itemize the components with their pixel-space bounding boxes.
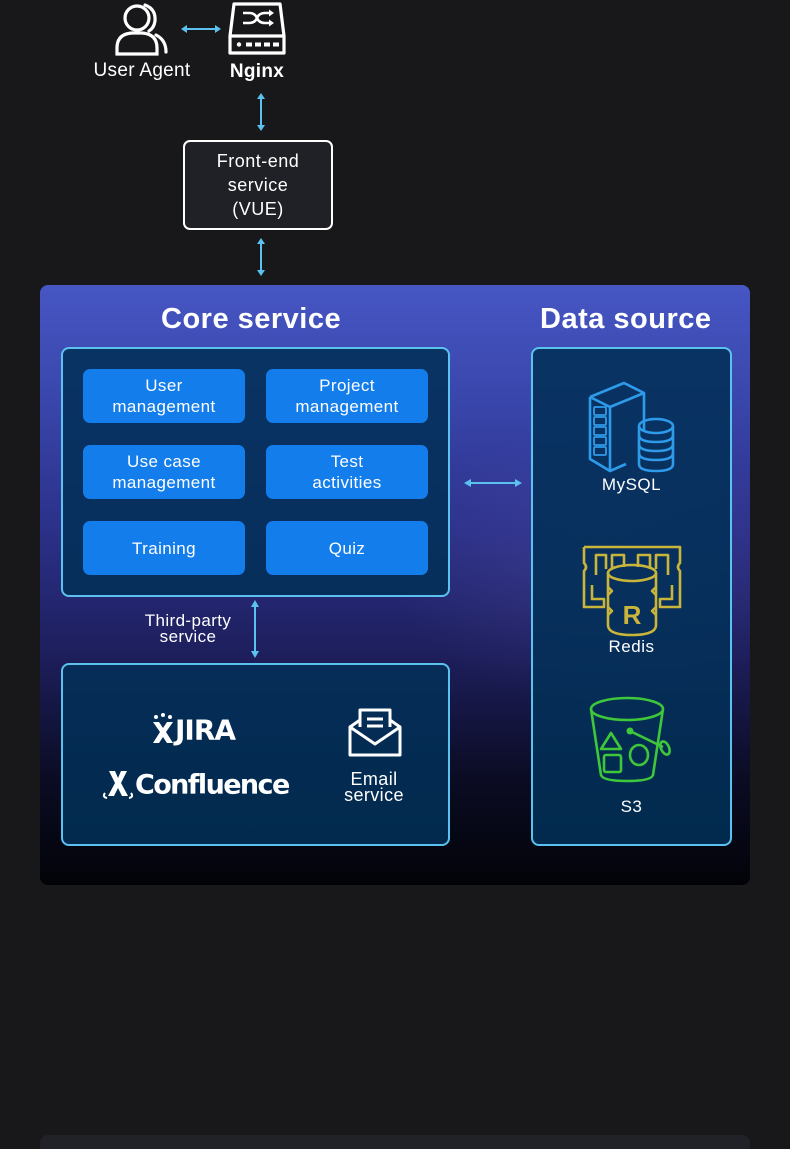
core-service-title: Core service <box>161 303 342 335</box>
module-quiz[interactable]: Quiz <box>266 521 428 575</box>
jira-logo[interactable]: JIRA <box>151 713 236 747</box>
third-party-service-box: JIRA Confluence <box>61 663 450 846</box>
nginx-node: Nginx <box>222 0 292 83</box>
bidirectional-arrow-icon <box>251 600 259 658</box>
user-group-icon <box>115 3 168 56</box>
user-agent-node: User Agent <box>82 0 202 82</box>
router-switch-icon <box>228 2 286 55</box>
datasource-s3[interactable]: S3 <box>533 695 730 817</box>
email-service-label: Email service <box>344 769 404 805</box>
bidirectional-arrow-icon <box>464 479 522 487</box>
module-user-management[interactable]: User management <box>83 369 245 423</box>
module-training[interactable]: Training <box>83 521 245 575</box>
redis-label: Redis <box>608 637 655 656</box>
redis-icon: R <box>582 545 681 637</box>
third-party-service-label: Third-party service <box>144 611 232 646</box>
confluence-icon <box>102 771 134 799</box>
jira-icon <box>153 713 173 743</box>
module-project-management[interactable]: Project management <box>266 369 428 423</box>
frontend-service-box[interactable]: Front-end service (VUE) <box>183 140 333 230</box>
data-source-box: MySQL <box>531 347 732 846</box>
datasource-mysql[interactable]: MySQL <box>533 381 730 495</box>
mysql-label: MySQL <box>601 475 662 494</box>
nginx-label: Nginx <box>229 61 285 82</box>
datasource-redis[interactable]: R Redis <box>533 545 730 657</box>
s3-label: S3 <box>620 797 643 816</box>
module-use-case-management[interactable]: Use case management <box>83 445 245 499</box>
frontend-service-label: Front-end service (VUE) <box>216 151 300 219</box>
bidirectional-arrow-icon <box>181 25 221 33</box>
mysql-server-database-icon <box>588 381 674 473</box>
backend-panel: Core service Data source User management… <box>40 285 750 885</box>
email-envelope-icon <box>348 708 402 757</box>
bottom-card <box>40 1135 750 1149</box>
s3-bucket-icon <box>589 696 671 783</box>
confluence-logo[interactable]: Confluence <box>101 769 290 801</box>
core-service-box: User management Project management Use c… <box>61 347 450 597</box>
user-agent-label: User Agent <box>93 60 191 81</box>
svg-text:R: R <box>622 600 641 630</box>
module-test-activities[interactable]: Test activities <box>266 445 428 499</box>
data-source-title: Data source <box>540 303 712 335</box>
bidirectional-arrow-icon <box>257 238 265 276</box>
bidirectional-arrow-icon <box>257 93 265 131</box>
